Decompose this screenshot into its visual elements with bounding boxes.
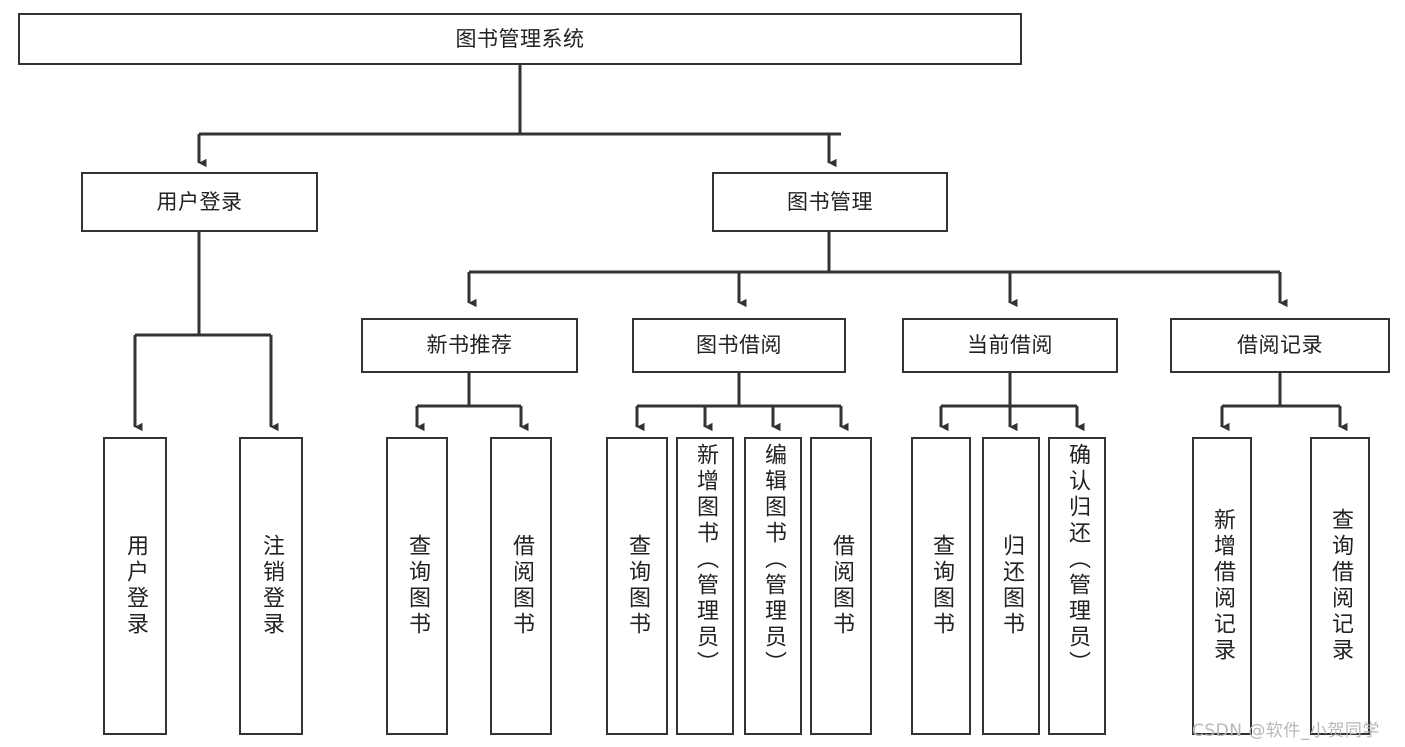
leaf-user-login[interactable]: 用户登录 [103,437,167,735]
leaf-query-borrow-record[interactable]: 查询借阅记录 [1310,437,1370,735]
leaf-add-book-admin[interactable]: 新增图书（管理员） [676,437,734,735]
node-label: 当前借阅 [967,333,1053,358]
leaf-label: 编辑图书（管理员） [761,443,786,677]
leaf-label: 确认归还（管理员） [1065,443,1090,677]
leaf-borrow-book-recommend[interactable]: 借阅图书 [490,437,552,735]
leaf-logout-login[interactable]: 注销登录 [239,437,303,735]
leaf-label: 用户登录 [123,534,148,638]
leaf-return-book[interactable]: 归还图书 [982,437,1040,735]
leaf-label: 新增图书（管理员） [693,443,718,677]
leaf-edit-book-admin[interactable]: 编辑图书（管理员） [744,437,802,735]
csdn-watermark: CSDN @软件_小贺同学 [1192,721,1380,741]
leaf-label: 查询图书 [625,534,650,638]
node-user-login[interactable]: 用户登录 [81,172,318,232]
node-book-management[interactable]: 图书管理 [712,172,948,232]
leaf-label: 新增借阅记录 [1210,508,1235,664]
leaf-query-book-current[interactable]: 查询图书 [911,437,971,735]
leaf-borrow-book-borrow[interactable]: 借阅图书 [810,437,872,735]
node-label: 新书推荐 [426,333,513,358]
leaf-label: 借阅图书 [509,534,534,638]
leaf-label: 查询图书 [929,534,954,638]
node-label: 图书管理 [787,189,873,214]
leaf-add-borrow-record[interactable]: 新增借阅记录 [1192,437,1252,735]
leaf-label: 归还图书 [999,534,1024,638]
leaf-query-book-borrow[interactable]: 查询图书 [606,437,668,735]
node-new-book-recommend[interactable]: 新书推荐 [361,318,578,373]
node-label: 图书借阅 [696,333,782,358]
node-book-borrow[interactable]: 图书借阅 [632,318,846,373]
leaf-label: 查询图书 [405,534,430,638]
leaf-label: 借阅图书 [829,534,854,638]
node-label: 借阅记录 [1237,333,1323,358]
node-label: 图书管理系统 [455,26,585,51]
leaf-query-book-recommend[interactable]: 查询图书 [386,437,448,735]
leaf-confirm-return-admin[interactable]: 确认归还（管理员） [1048,437,1106,735]
node-root-book-management-system[interactable]: 图书管理系统 [18,13,1022,65]
node-borrow-record[interactable]: 借阅记录 [1170,318,1390,373]
leaf-label: 查询借阅记录 [1328,508,1353,664]
leaf-label: 注销登录 [259,534,284,638]
node-label: 用户登录 [156,189,243,214]
node-current-borrow[interactable]: 当前借阅 [902,318,1118,373]
